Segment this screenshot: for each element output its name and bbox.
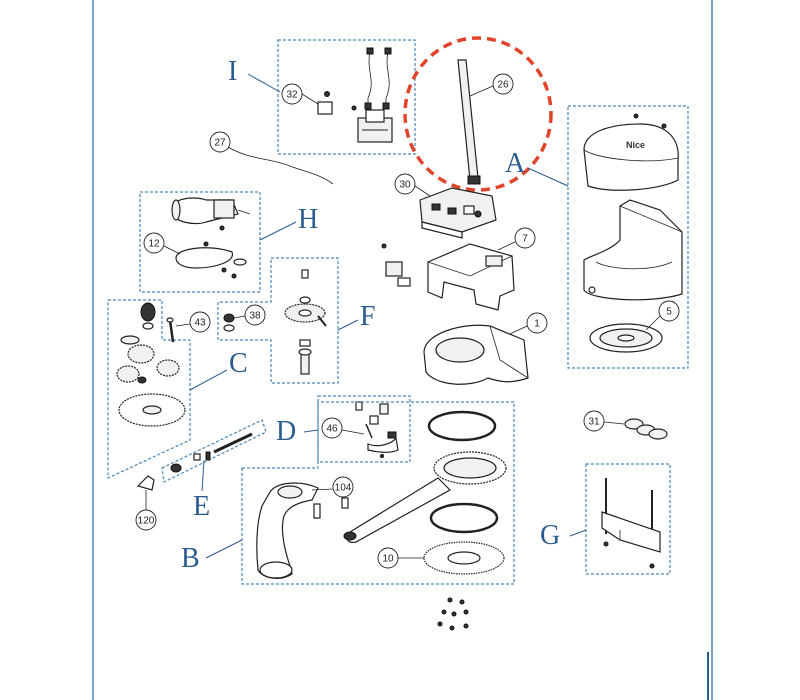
part-number-5: 5 [666, 307, 672, 318]
part-callout-26 [492, 73, 514, 95]
part-number-43: 43 [194, 318, 206, 329]
gearbox-cover [427, 243, 515, 311]
fuse-holder [381, 243, 411, 287]
part-callout-30 [394, 173, 416, 195]
part-callout-46 [321, 417, 343, 439]
part-callout-7 [514, 227, 536, 249]
base-plate-5 [589, 323, 663, 353]
screw-43 [166, 317, 175, 343]
part-callout-104 [332, 476, 354, 498]
group-box-g [585, 463, 671, 575]
part-number-1: 1 [534, 319, 540, 330]
connector-block [317, 91, 357, 115]
encoder-disc-10 [423, 541, 505, 575]
group-label-f: F [360, 301, 376, 332]
part-number-46: 46 [326, 424, 338, 435]
wire-harness [364, 47, 392, 110]
base-housing [423, 324, 529, 385]
part-callout-5 [658, 300, 680, 322]
group-box-a [567, 105, 689, 369]
group-label-d: D [276, 416, 296, 447]
group-label-a: A [505, 148, 526, 179]
group-label-b: B [181, 543, 200, 574]
part-number-104: 104 [335, 483, 352, 494]
curved-arm [256, 482, 319, 579]
arm-pins [313, 497, 349, 519]
part-callout-31 [583, 410, 605, 432]
part-number-27: 27 [214, 138, 226, 149]
bearing-38 [223, 313, 235, 332]
limit-switch-parts [355, 401, 399, 458]
part-number-26: 26 [497, 80, 509, 91]
group-box-e [161, 419, 267, 483]
part-callout-1 [526, 312, 548, 334]
part-number-10: 10 [382, 554, 394, 565]
part-number-32: 32 [286, 90, 298, 101]
motor [171, 197, 251, 231]
transformer [357, 109, 393, 143]
gasket-ring-bottom [429, 502, 499, 534]
group-box-h [139, 191, 261, 293]
brand-logo: Nice [626, 140, 645, 150]
output-shaft [298, 339, 312, 375]
part-number-12: 12 [148, 239, 160, 250]
group-label-h: H [298, 204, 318, 235]
part-callout-27 [209, 131, 231, 153]
gear-train [116, 302, 180, 384]
group-box-f [217, 257, 339, 384]
top-cover: Nice [583, 113, 679, 191]
antenna-cable [227, 146, 334, 185]
highlight-circle [403, 36, 553, 192]
group-box-b [241, 401, 515, 585]
part-number-7: 7 [522, 234, 528, 245]
roller-set-31 [624, 418, 668, 440]
large-gear [118, 393, 186, 427]
part-callout-12 [143, 232, 165, 254]
group-box-c [107, 299, 191, 479]
main-arm [343, 451, 507, 543]
screw-set [437, 597, 469, 631]
gasket-ring-top [427, 410, 497, 442]
part-number-31: 31 [588, 417, 600, 428]
part-callout-43 [189, 311, 211, 333]
motor-gasket [175, 241, 247, 279]
anchor-bracket [601, 478, 661, 569]
spur-gear [284, 269, 327, 327]
control-board [419, 187, 497, 239]
group-label-e: E [193, 491, 210, 522]
group-label-c: C [229, 348, 248, 379]
housing-shell [583, 199, 683, 301]
group-label-g: G [540, 520, 560, 551]
part-callout-38 [244, 304, 266, 326]
flat-cable-26 [457, 59, 481, 185]
part-number-30: 30 [399, 180, 411, 191]
release-shaft [170, 432, 253, 473]
release-key-120 [136, 475, 155, 491]
group-label-i: I [228, 56, 237, 87]
part-number-120: 120 [138, 516, 155, 527]
group-box-i [277, 39, 416, 155]
part-number-38: 38 [249, 311, 261, 322]
